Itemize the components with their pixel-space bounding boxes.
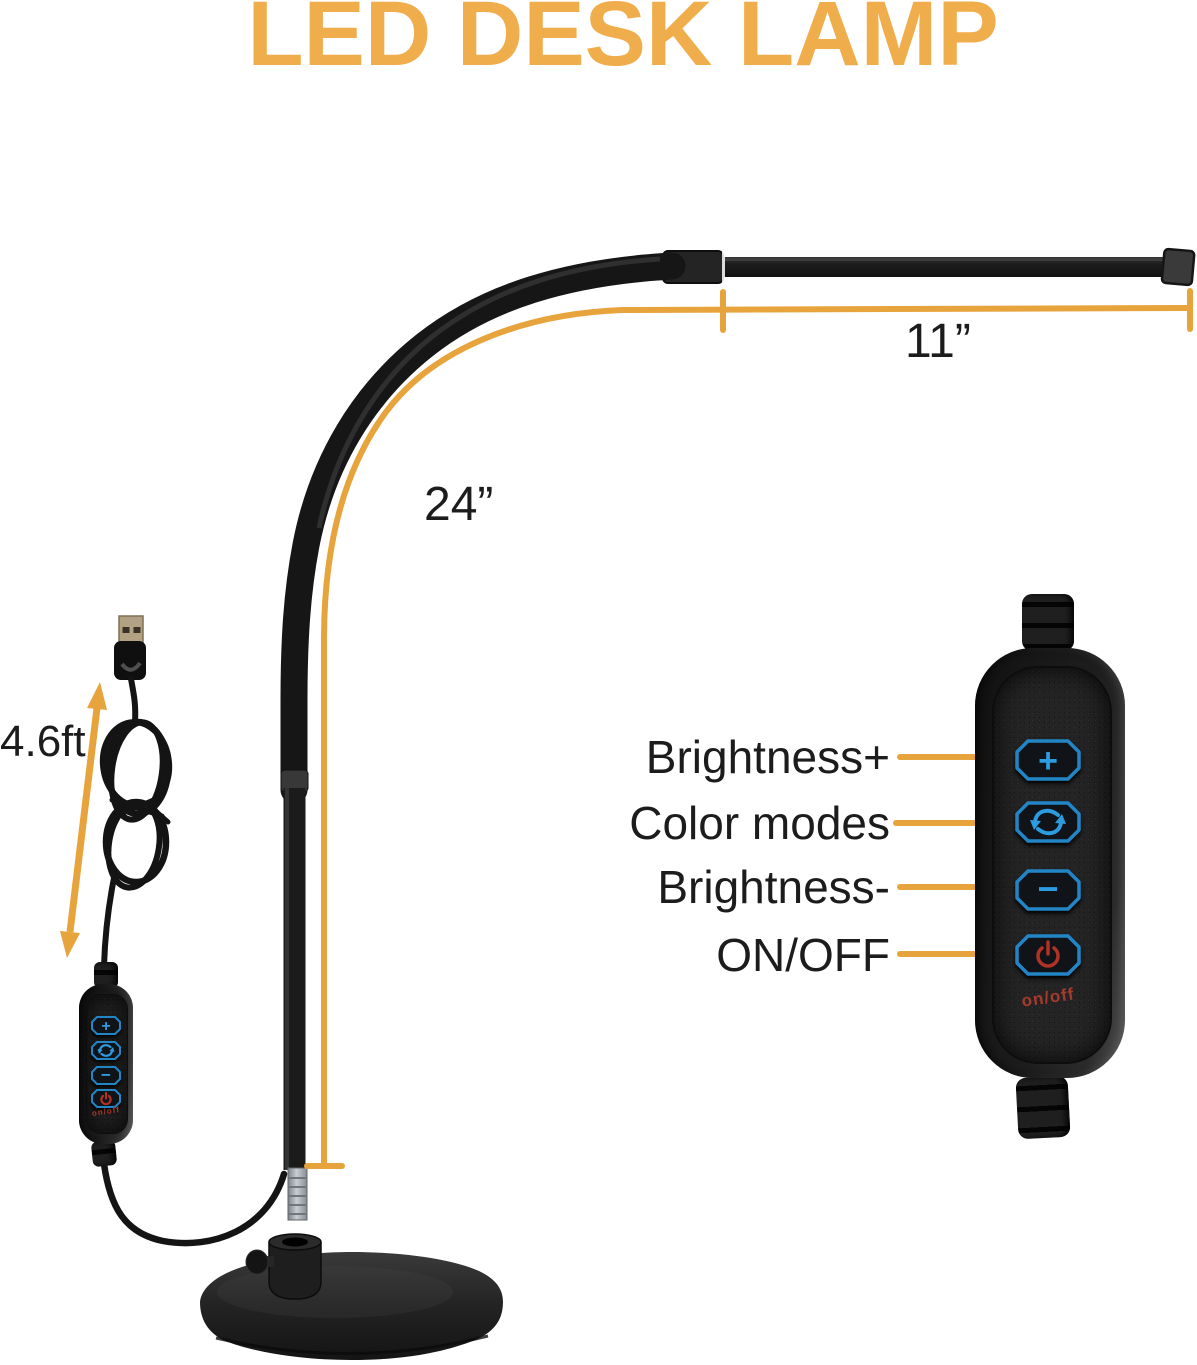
leader-line-brightness-plus	[897, 754, 1017, 760]
swirl-icon	[97, 1044, 115, 1057]
lamp-head-bar	[662, 247, 1196, 287]
controller-strain-relief-top	[1022, 594, 1074, 651]
cable-length-label: 4.6ft	[0, 717, 86, 766]
dimension-line-24-and-11	[304, 288, 1193, 1169]
small-power-button	[91, 1089, 121, 1113]
leader-line-on-off	[897, 951, 1017, 957]
plus-glyph: +	[101, 1018, 110, 1035]
head-end-cap	[1160, 247, 1196, 287]
minus-glyph: −	[1037, 869, 1058, 909]
gooseneck	[280, 252, 686, 804]
callout-brightness-minus: Brightness-	[657, 861, 890, 913]
base-socket	[245, 1233, 322, 1300]
arrowhead-down	[60, 931, 80, 958]
cable-length-arrow	[60, 682, 107, 958]
lamp-pole	[280, 769, 309, 1170]
lamp-base	[200, 1252, 503, 1360]
screw-stem	[264, 1256, 274, 1267]
callout-on-off: ON/OFF	[716, 929, 890, 981]
small-controller-face	[86, 994, 128, 1134]
small-brightness-minus-button: −	[91, 1066, 121, 1090]
swirl-icon	[1030, 808, 1066, 836]
minus-glyph: −	[101, 1066, 111, 1085]
usb-cable-coil	[99, 676, 173, 969]
pole-connector-pin	[287, 1167, 308, 1221]
arrowhead-up	[87, 682, 107, 710]
leader-line-brightness-minus	[897, 884, 1017, 890]
controller-face	[992, 666, 1112, 1064]
small-brightness-plus-button: +	[91, 1016, 121, 1040]
brightness-plus-button: +	[1015, 739, 1081, 786]
power-button	[1015, 934, 1081, 981]
usb-plug	[114, 615, 146, 680]
controller-strain-relief-bottom	[1015, 1075, 1071, 1140]
neck-length-label: 24”	[424, 478, 494, 531]
thumb-screw-knob	[245, 1249, 269, 1275]
page-title: LED DESK LAMP	[247, 0, 999, 85]
callout-color-modes: Color modes	[629, 797, 890, 849]
callout-brightness-plus: Brightness+	[645, 731, 890, 783]
color-modes-button	[1015, 801, 1081, 848]
leader-line-color-modes	[893, 820, 1017, 826]
brightness-minus-button: −	[1015, 868, 1081, 916]
plus-glyph: +	[1038, 742, 1058, 780]
controller-to-lamp-cable	[100, 1160, 288, 1247]
power-icon	[1036, 940, 1060, 968]
power-icon	[100, 1091, 112, 1106]
small-color-modes-button	[91, 1041, 121, 1065]
head-length-label: 11”	[905, 315, 971, 368]
small-controller-strain-relief-top	[94, 962, 118, 988]
